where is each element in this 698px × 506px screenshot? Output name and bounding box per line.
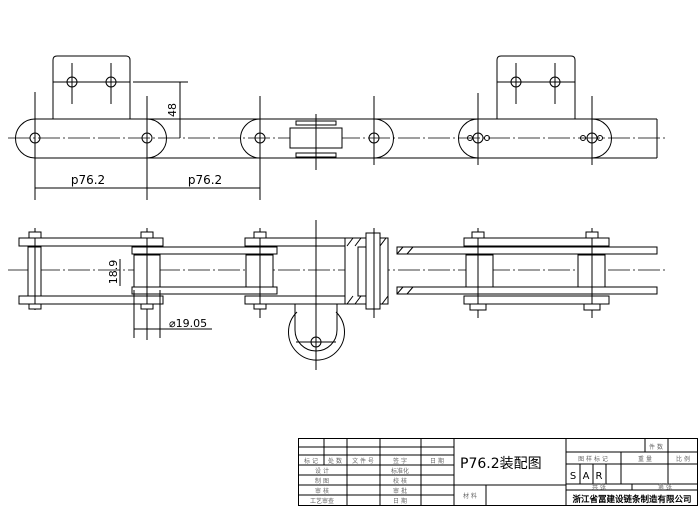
top-view: 48 p76.2 p76.2 (8, 55, 668, 200)
title-block-label: 文 件 号 (352, 457, 374, 465)
title-block: 标 记 处 数 文 件 号 签 字 日 期 设 计 标准化 制 图 校 核 审 … (298, 438, 698, 506)
title-block-label: 材 料 (463, 492, 477, 500)
title-block-label: 重 量 (638, 455, 652, 463)
title-block-label: 标准化 (391, 467, 409, 475)
title-block-label: 处 数 (328, 457, 342, 465)
dimension-inner-width: 18.9 (107, 260, 120, 285)
title-block-label: 签 字 (393, 457, 407, 465)
title-block-label: 共 张 (592, 483, 606, 491)
attachment-wheel (294, 304, 338, 352)
company-name: 浙江省冨建设链条制造有限公司 (572, 494, 691, 505)
dimension-pitch-1: p76.2 (71, 173, 105, 187)
title-block-label: 日 期 (393, 497, 407, 505)
title-block-label: 标 记 (304, 457, 318, 465)
section-view: 18.9 ⌀19.05 (8, 220, 668, 370)
title-block-label: S (570, 471, 576, 482)
title-block-label: 工艺审查 (310, 497, 334, 505)
dimension-pitch-2: p76.2 (188, 173, 222, 187)
title-block-label: 校 核 (393, 477, 407, 485)
title-block-label: 件 数 (649, 443, 663, 451)
attachment-plate-left (52, 55, 131, 119)
drawing-title: P76.2装配图 (460, 456, 542, 472)
dimension-roller-diameter: ⌀19.05 (169, 317, 207, 330)
title-block-label: 比 例 (676, 455, 690, 463)
title-block-label: 审 批 (393, 487, 407, 495)
title-block-label: R (596, 471, 603, 482)
attachment-plate-right (496, 55, 576, 119)
title-block-label: 审 核 (315, 487, 329, 495)
roller (465, 254, 494, 288)
title-block-label: 第 张 (658, 483, 672, 491)
title-block-label: 设 计 (315, 467, 329, 475)
dimension-attachment-height: 48 (166, 103, 179, 117)
title-block-label: 日 期 (430, 457, 444, 465)
pin-section (365, 232, 381, 310)
title-block-label: A (583, 471, 590, 482)
title-block-label: 图 样 标 记 (578, 455, 608, 463)
title-block-label: 制 图 (315, 477, 329, 485)
